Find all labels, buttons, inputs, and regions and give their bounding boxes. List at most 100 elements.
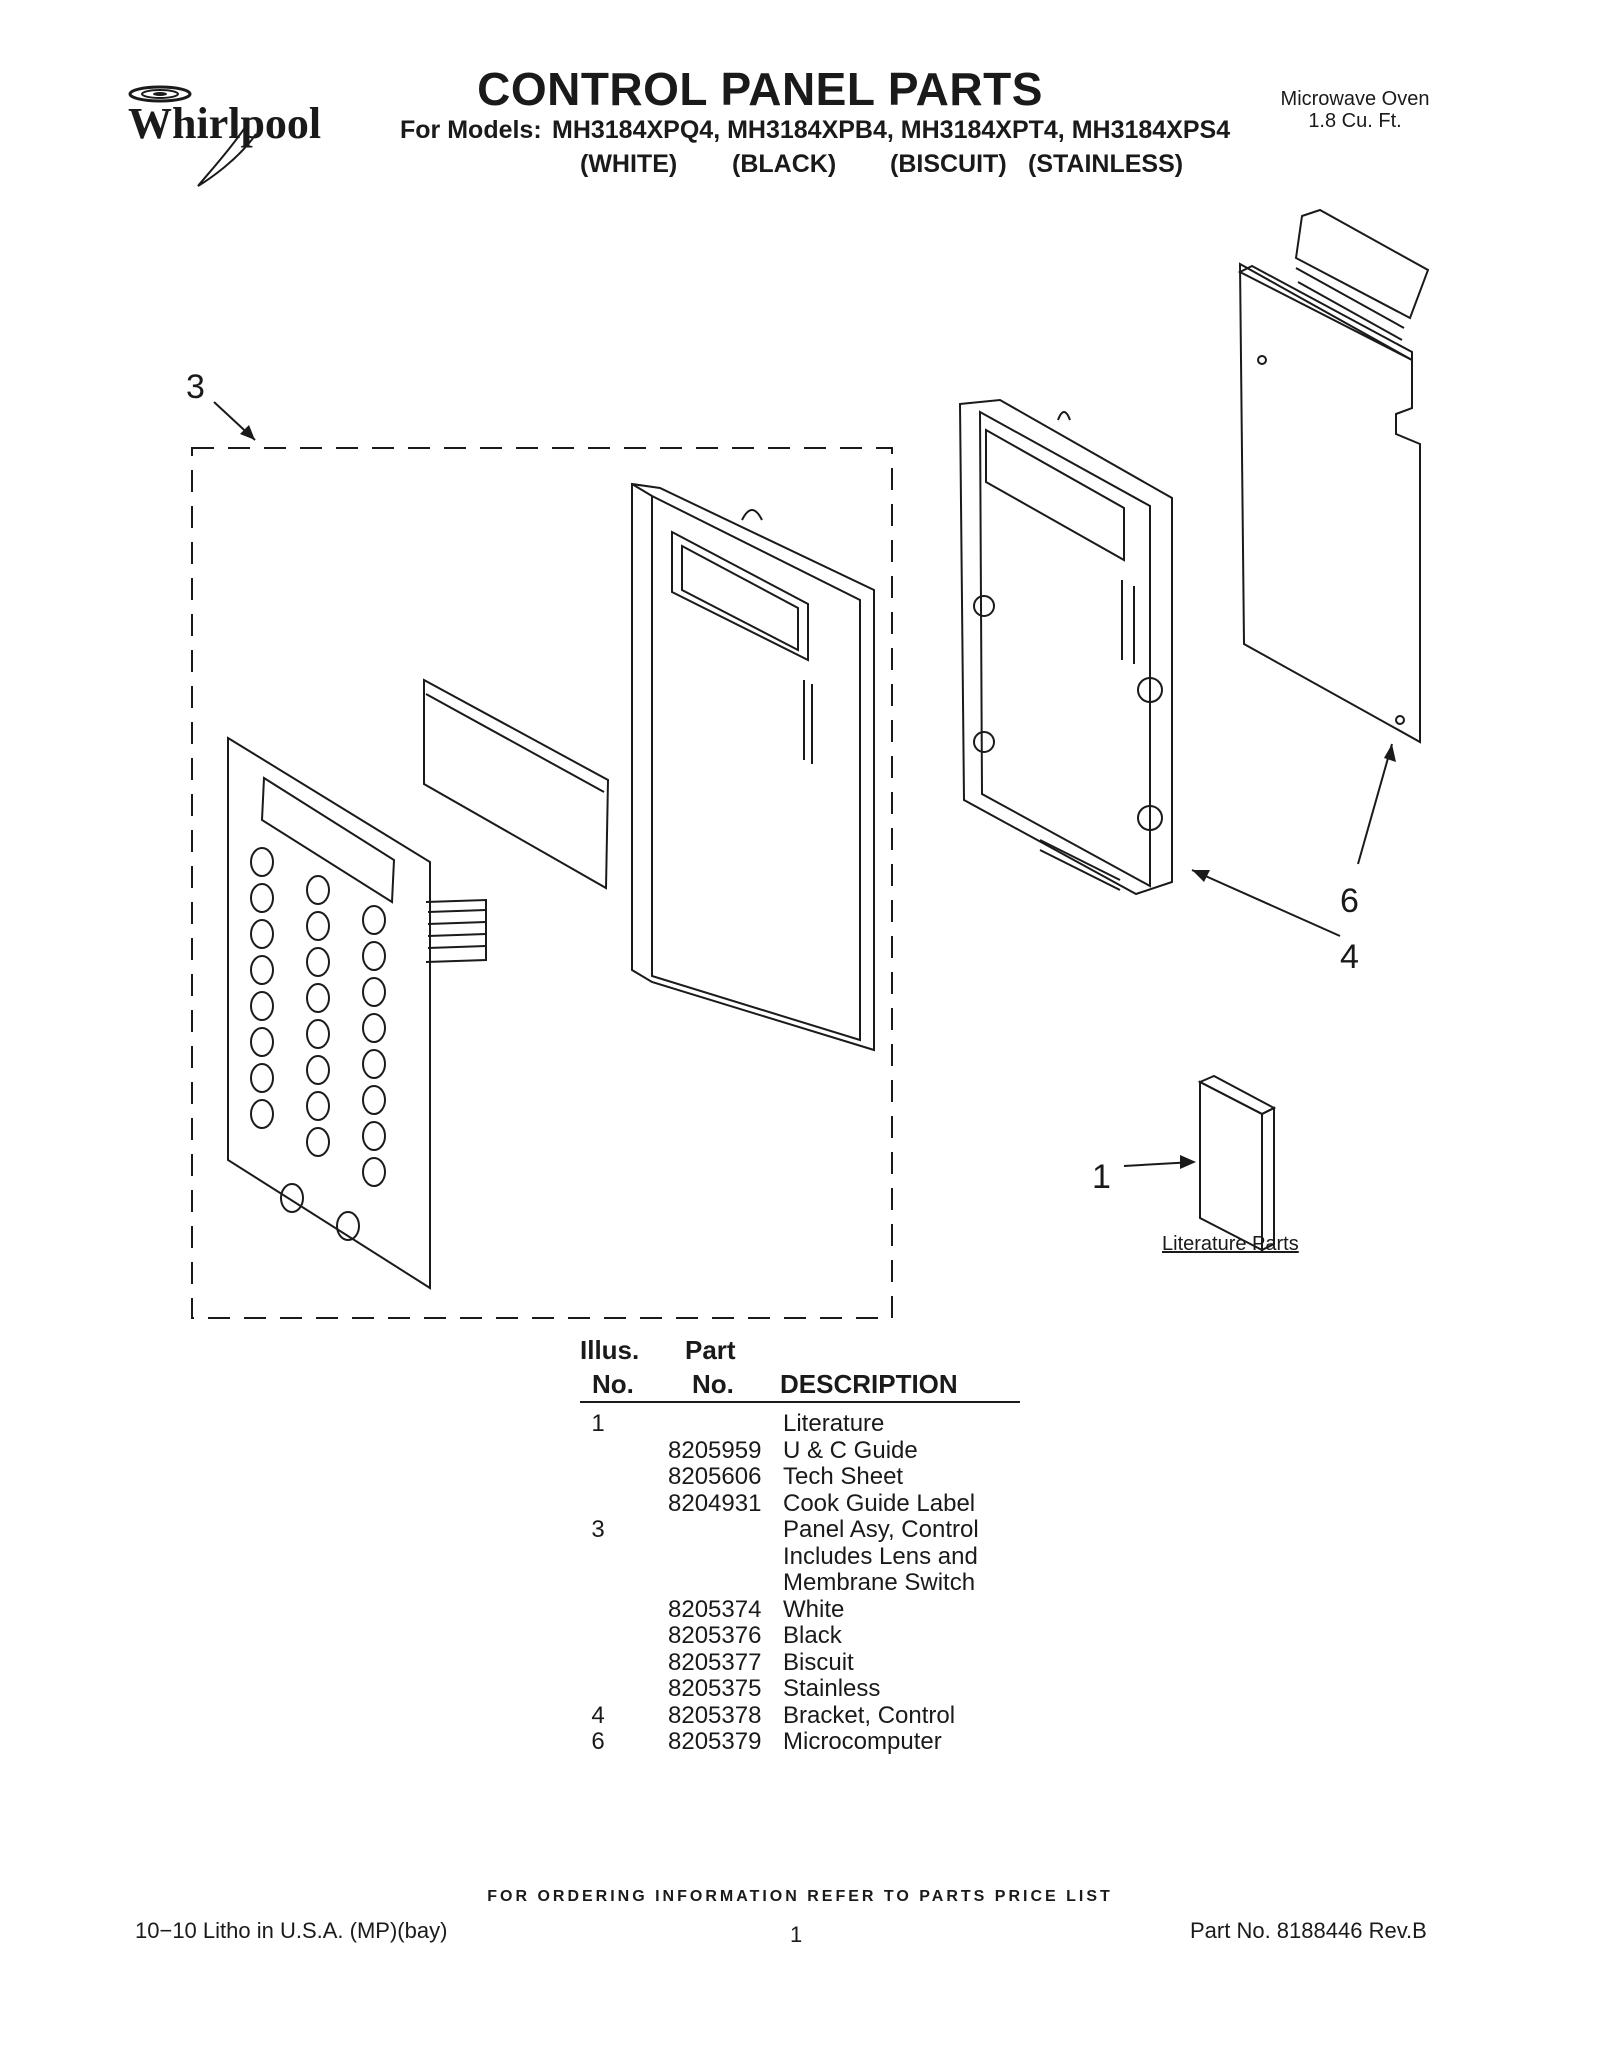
part-no-cell: 8205378	[668, 1701, 762, 1729]
header-part: Part	[685, 1335, 736, 1365]
part-no-cell: 8205375	[668, 1675, 762, 1702]
header-description: DESCRIPTION	[780, 1369, 958, 1399]
assembly-boundary	[191, 447, 893, 1319]
callout-4: 4	[1340, 938, 1359, 976]
keypad-button	[362, 905, 386, 935]
illus-no-cell: 1	[591, 1410, 605, 1437]
models-label: For Models:	[400, 116, 542, 144]
description-cell: Stainless	[783, 1675, 881, 1702]
illus-no-cell: 6	[591, 1728, 605, 1755]
whirlpool-logo: Whirlpool	[128, 85, 321, 187]
keypad-button	[362, 1121, 386, 1151]
part-no-cell: 8204931	[668, 1489, 762, 1517]
description-cell: Bracket, Control	[783, 1701, 956, 1729]
keypad-button	[250, 1063, 274, 1093]
page-title: CONTROL PANEL PARTS	[477, 63, 1043, 115]
keypad-button	[250, 955, 274, 985]
page-number: 1	[790, 1922, 803, 1947]
appliance-info: Microwave Oven 1.8 Cu. Ft.	[1240, 88, 1470, 132]
keypad-button	[306, 947, 330, 977]
keypad-button	[306, 983, 330, 1013]
description-cell: Black	[783, 1622, 842, 1649]
table-row: 4 8205378 Bracket, Control	[580, 1701, 1020, 1730]
description-cell: Biscuit	[783, 1648, 854, 1676]
description-cell: Tech Sheet	[783, 1463, 904, 1490]
table-row: Membrane Switch	[580, 1569, 1020, 1597]
description-cell: White	[783, 1595, 845, 1623]
appliance-type: Microwave Oven	[1280, 88, 1430, 110]
part-no-cell: 8205959	[668, 1436, 762, 1464]
illus-no-cell: 4	[591, 1701, 605, 1729]
keypad-button	[250, 1099, 274, 1129]
variant-white: (WHITE)	[580, 150, 678, 178]
models-list: MH3184XPQ4, MH3184XPB4, MH3184XPT4, MH31…	[552, 116, 1231, 144]
microcomputer-board	[1237, 208, 1430, 744]
variant-black: (BLACK)	[732, 150, 837, 178]
keypad-button	[250, 1027, 274, 1057]
models-line: For Models: MH3184XPQ4, MH3184XPB4, MH318…	[400, 116, 1230, 145]
table-row: 8205959 U & C Guide	[580, 1436, 1020, 1465]
part-no-cell: 8205606	[668, 1463, 762, 1490]
literature-parts-label: Literature Parts	[1162, 1233, 1299, 1255]
table-row: 1 Literature	[580, 1410, 1020, 1438]
control-bracket	[958, 398, 1173, 896]
ordering-note: FOR ORDERING INFORMATION REFER TO PARTS …	[487, 1888, 1113, 1905]
variant-stainless: (STAINLESS)	[1028, 150, 1184, 178]
header-illus-no: No.	[592, 1369, 634, 1399]
description-cell: Panel Asy, Control	[783, 1516, 979, 1543]
keypad-button	[306, 875, 330, 905]
exploded-diagram: 3	[186, 208, 1430, 1319]
header-part-no: No.	[692, 1369, 734, 1399]
callout-4-leader	[1191, 869, 1341, 937]
appliance-capacity: 1.8 Cu. Ft.	[1308, 110, 1402, 132]
keypad-button	[250, 991, 274, 1021]
part-no-cell: 8205374	[668, 1595, 762, 1623]
callout-3: 3	[186, 368, 205, 406]
description-cell: U & C Guide	[783, 1436, 918, 1464]
illus-no-cell: 3	[591, 1516, 605, 1543]
keypad-button	[362, 1049, 386, 1079]
header-illus: Illus.	[580, 1335, 640, 1365]
brand-wordmark: Whirlpool	[128, 99, 321, 148]
table-row: 8204931 Cook Guide Label	[580, 1489, 1020, 1518]
table-row: 8205374 White	[580, 1595, 1020, 1624]
keypad-button	[306, 911, 330, 941]
parts-table-body: 1 Literature 8205959 U & C Guide 8205606 Tech…	[580, 1403, 1020, 1756]
keypad-button	[250, 847, 274, 877]
parts-table: Illus. No. Part No. DESCRIPTION 1 Literat…	[580, 1335, 1020, 1756]
parts-table-header: Illus. No. Part No. DESCRIPTION	[580, 1335, 1020, 1403]
keypad-button	[250, 883, 274, 913]
table-row: 8205376 Black	[580, 1622, 1020, 1650]
part-no-cell: 8205377	[668, 1648, 762, 1676]
table-row: 8205606 Tech Sheet	[580, 1463, 1020, 1491]
membrane-switch	[227, 736, 487, 1290]
callout-6: 6	[1340, 882, 1359, 920]
description-cell: Cook Guide Label	[783, 1489, 976, 1517]
table-row: 3 Panel Asy, Control	[580, 1516, 1020, 1544]
lens	[423, 678, 610, 890]
callout-6-leader	[1357, 743, 1393, 865]
table-row: 8205377 Biscuit	[580, 1648, 1020, 1677]
description-cell: Membrane Switch	[783, 1569, 976, 1596]
keypad-button	[362, 941, 386, 971]
keypad-button	[280, 1183, 304, 1213]
keypad-button	[306, 1055, 330, 1085]
callout-1: 1	[1092, 1158, 1111, 1196]
part-no-cell: 8205379	[668, 1728, 762, 1755]
control-panel-frame	[631, 482, 875, 1052]
keypad-button	[362, 977, 386, 1007]
keypad-button	[306, 1091, 330, 1121]
keypad-button	[362, 1085, 386, 1115]
variant-biscuit: (BISCUIT)	[890, 150, 1007, 178]
keypad-button	[306, 1019, 330, 1049]
table-row: 8205375 Stainless	[580, 1675, 1020, 1703]
keypad-button	[362, 1157, 386, 1187]
litho-info: 10−10 Litho in U.S.A. (MP)(bay)	[135, 1918, 448, 1943]
part-no-cell: 8205376	[668, 1622, 762, 1649]
description-cell: Literature	[783, 1410, 885, 1437]
table-row: Includes Lens and	[580, 1543, 1020, 1571]
keypad-button	[250, 919, 274, 949]
keypad-button	[336, 1211, 360, 1241]
keypad-button	[362, 1013, 386, 1043]
